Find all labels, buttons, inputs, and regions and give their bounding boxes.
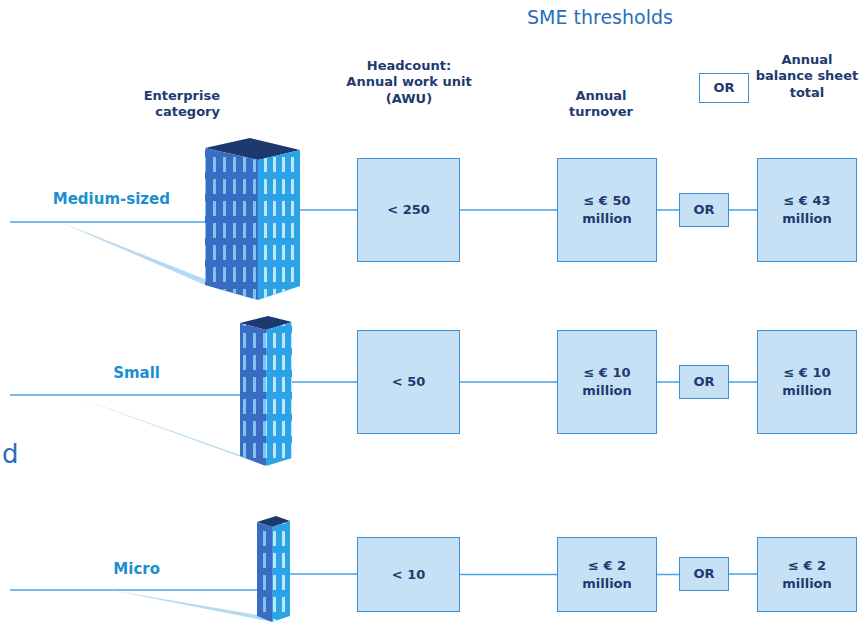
box-text: OR — [693, 201, 714, 219]
threshold-box: < 250 — [357, 158, 460, 262]
or-box: OR — [699, 73, 749, 103]
box-text: ≤ € 2 million — [776, 557, 838, 592]
connector-line — [460, 574, 557, 576]
threshold-box: ≤ € 10 million — [757, 330, 857, 434]
or-box: OR — [679, 365, 729, 399]
connector-line — [657, 381, 679, 383]
threshold-box: ≤ € 2 million — [757, 537, 857, 612]
column-header: Enterprise category — [90, 88, 220, 121]
box-text: ≤ € 50 million — [576, 192, 638, 227]
box-text: ≤ € 43 million — [776, 192, 838, 227]
or-box: OR — [679, 193, 729, 227]
box-text: OR — [693, 373, 714, 391]
column-header: Annual balance sheet total — [755, 52, 859, 101]
connector-line — [729, 573, 757, 575]
connector-line — [657, 574, 679, 576]
connector-line — [460, 381, 557, 383]
column-header: Annual turnover — [545, 88, 657, 121]
box-text: OR — [693, 565, 714, 583]
threshold-box: < 10 — [357, 537, 460, 612]
box-text: ≤ € 10 million — [776, 364, 838, 399]
connector-line — [729, 381, 757, 383]
box-text: < 10 — [392, 566, 426, 584]
category-label: Micro — [10, 560, 160, 579]
connector-line — [460, 209, 557, 211]
threshold-box: ≤ € 2 million — [557, 537, 657, 612]
box-text: < 250 — [387, 201, 430, 219]
row-line — [10, 210, 357, 590]
threshold-box: < 50 — [357, 330, 460, 434]
box-text: < 50 — [392, 373, 426, 391]
threshold-box: ≤ € 43 million — [757, 158, 857, 262]
threshold-box: ≤ € 10 million — [557, 330, 657, 434]
box-text: OR — [713, 79, 734, 97]
threshold-box: ≤ € 50 million — [557, 158, 657, 262]
diagram-title: SME thresholds — [480, 6, 720, 28]
box-text: ≤ € 2 million — [576, 557, 638, 592]
category-label: Medium-sized — [10, 190, 170, 209]
connector-line — [729, 209, 757, 211]
stray-letter: d — [2, 438, 32, 471]
category-label: Small — [10, 364, 160, 383]
or-box: OR — [679, 557, 729, 591]
connector-line — [657, 209, 679, 211]
column-header: Headcount: Annual work unit (AWU) — [345, 58, 473, 107]
box-text: ≤ € 10 million — [576, 364, 638, 399]
